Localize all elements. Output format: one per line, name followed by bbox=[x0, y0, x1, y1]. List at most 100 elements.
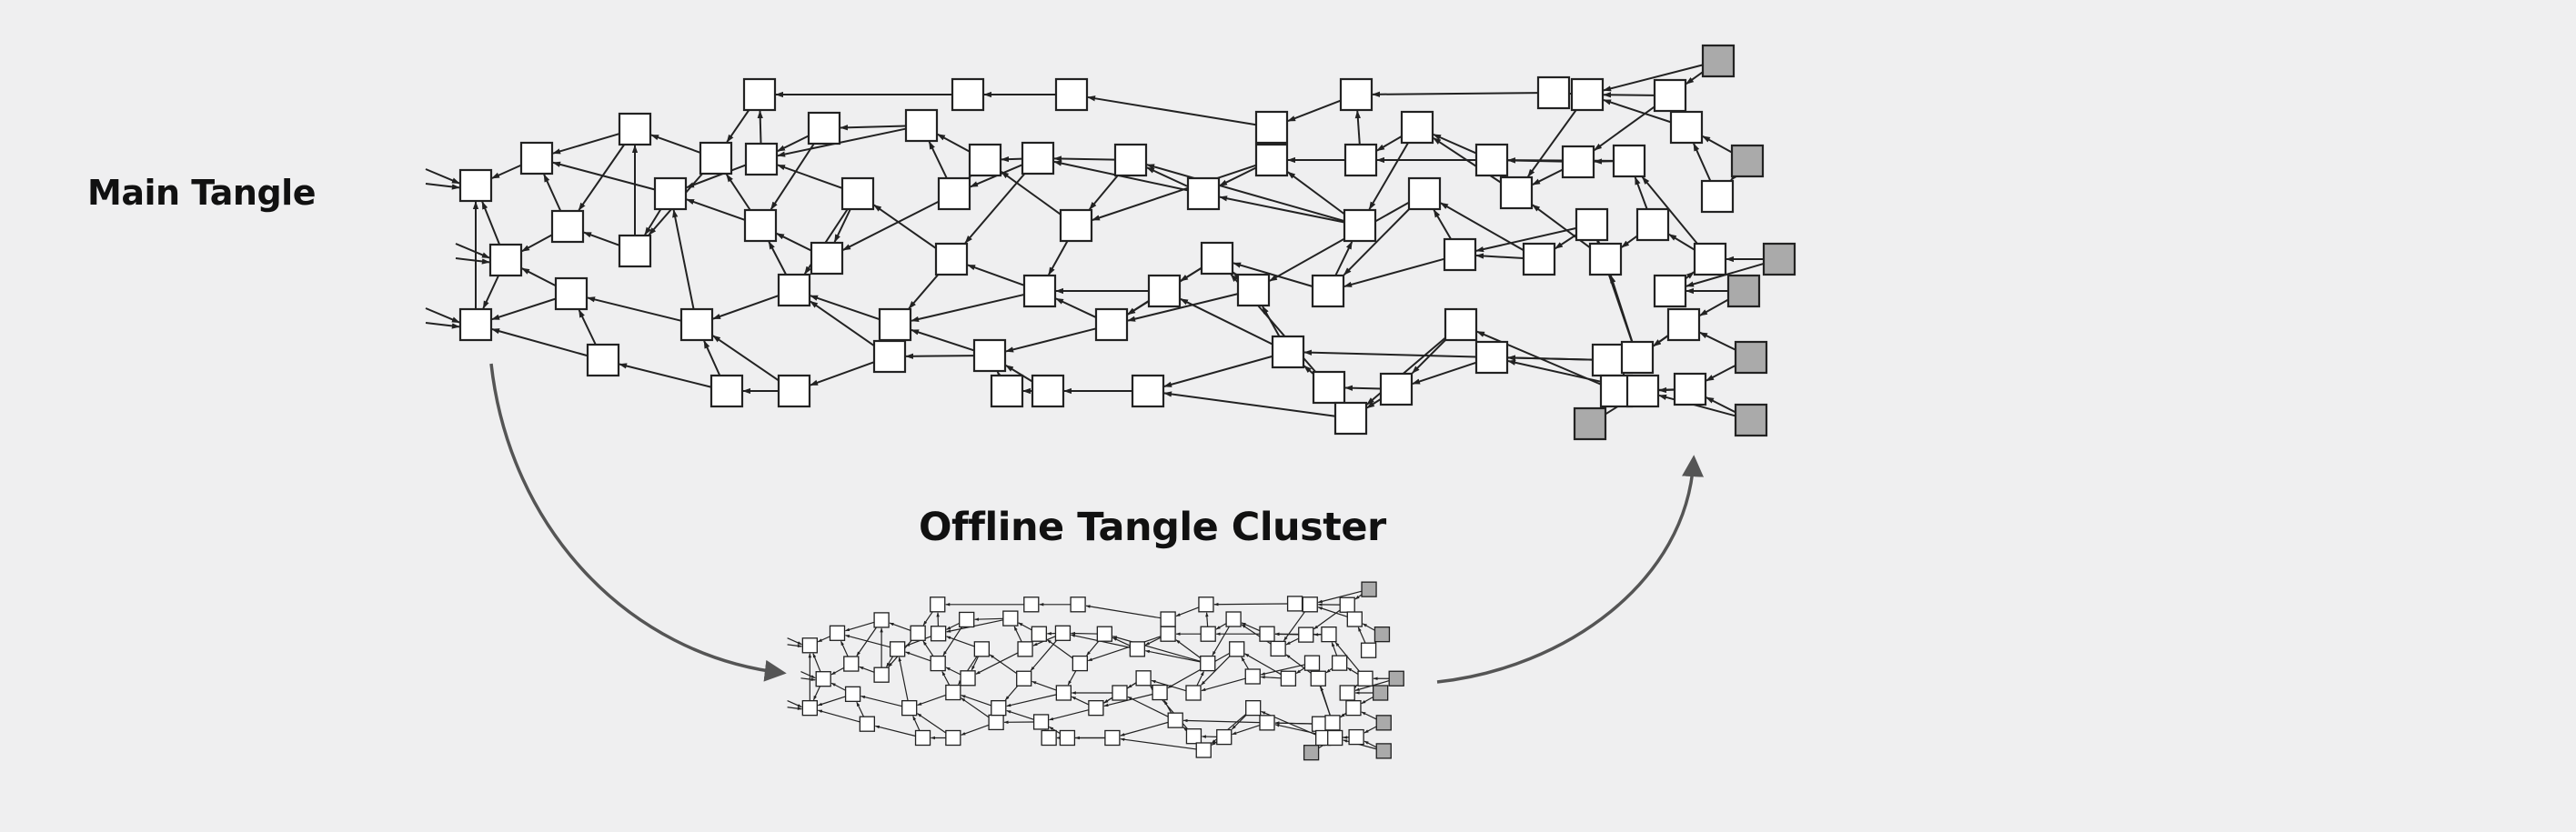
offline-cluster-edge bbox=[1260, 664, 1305, 676]
offline-cluster-node bbox=[1345, 699, 1362, 717]
offline-cluster-node bbox=[959, 611, 975, 628]
main-tangle-node bbox=[653, 176, 688, 211]
offline-cluster-edge bbox=[1071, 696, 1090, 706]
offline-cluster-edge bbox=[1120, 737, 1197, 750]
offline-cluster-edge bbox=[1295, 667, 1305, 674]
offline-cluster-edge bbox=[1260, 676, 1282, 679]
offline-cluster-node bbox=[1167, 712, 1183, 728]
main-tangle-edge bbox=[583, 231, 620, 246]
offline-cluster-node bbox=[1032, 714, 1050, 730]
main-tangle-edge bbox=[1146, 164, 1345, 223]
main-tangle-node bbox=[1271, 335, 1305, 369]
offline-cluster-edge bbox=[1144, 637, 1162, 646]
main-tangle-label: Main Tangle bbox=[87, 173, 316, 213]
offline-cluster-edge bbox=[1182, 718, 1261, 724]
offline-cluster-edge bbox=[1006, 710, 1034, 720]
main-tangle-node bbox=[618, 112, 652, 146]
main-tangle-edge bbox=[1653, 335, 1669, 347]
offline-cluster-edge bbox=[1086, 640, 1100, 657]
offline-cluster-edge bbox=[1215, 623, 1227, 630]
offline-cluster-node bbox=[1200, 626, 1216, 642]
main-tangle-node bbox=[1444, 307, 1478, 342]
offline-cluster-edge bbox=[1049, 709, 1090, 721]
main-tangle-node bbox=[679, 307, 714, 342]
offline-cluster-edge bbox=[1347, 667, 1359, 675]
offline-cluster-node bbox=[1129, 641, 1146, 657]
offline-cluster-edge bbox=[1317, 606, 1348, 617]
main-tangle-edge bbox=[1603, 64, 1704, 92]
offline-cluster-edge bbox=[1004, 685, 1019, 701]
main-tangle-edge bbox=[1699, 331, 1736, 351]
offline-cluster-edge bbox=[812, 653, 821, 672]
main-tangle-node bbox=[1407, 176, 1442, 211]
offline-cluster-edge bbox=[1361, 696, 1374, 705]
main-tangle-edge bbox=[810, 295, 880, 321]
main-tangle-node bbox=[1561, 145, 1595, 179]
offline-cluster-node bbox=[1245, 699, 1262, 717]
main-tangle-edge bbox=[1702, 135, 1733, 154]
main-tangle-edge bbox=[725, 174, 751, 211]
offline-cluster-edge bbox=[917, 694, 947, 707]
offline-cluster-node bbox=[1112, 685, 1128, 701]
offline-cluster-edge bbox=[905, 651, 931, 662]
main-tangle-edge bbox=[686, 164, 747, 189]
offline-cluster-node bbox=[973, 641, 991, 657]
offline-cluster-node bbox=[930, 655, 946, 672]
offline-cluster-incoming-edge bbox=[787, 707, 802, 710]
offline-cluster-tip-node bbox=[1388, 670, 1404, 687]
offline-cluster-node bbox=[1160, 626, 1176, 642]
main-tangle-node bbox=[1673, 372, 1707, 406]
main-tangle-node bbox=[1147, 274, 1182, 308]
offline-cluster-edge bbox=[1013, 626, 1022, 643]
offline-cluster-node bbox=[1059, 729, 1076, 747]
offline-cluster-edge bbox=[817, 709, 860, 723]
offline-cluster-edge bbox=[1331, 642, 1338, 657]
offline-cluster-label: Offline Tangle Cluster bbox=[919, 505, 1386, 550]
main-tangle-node bbox=[1031, 374, 1065, 408]
main-tangle-edge bbox=[482, 275, 500, 309]
main-tangle-edge bbox=[1053, 155, 1116, 162]
main-tangle-node bbox=[1339, 77, 1374, 112]
main-tangle-edge bbox=[619, 363, 712, 388]
main-tangle-edge bbox=[1180, 297, 1273, 346]
offline-cluster-node bbox=[1054, 625, 1072, 641]
main-tangle-node bbox=[1653, 78, 1687, 113]
offline-cluster-node bbox=[829, 625, 846, 641]
offline-cluster-node bbox=[945, 684, 961, 701]
offline-cluster-edge bbox=[1175, 639, 1202, 659]
main-tangle-edge bbox=[521, 234, 553, 253]
main-tangle-node bbox=[1343, 143, 1378, 177]
offline-cluster-node bbox=[1160, 611, 1176, 627]
main-tangle-edge bbox=[1706, 364, 1736, 382]
main-tangle-edge bbox=[1343, 257, 1445, 288]
main-tangle-node bbox=[1343, 208, 1377, 243]
main-tangle-edge bbox=[1354, 110, 1361, 145]
offline-cluster-edge bbox=[860, 695, 902, 707]
offline-cluster-node bbox=[1195, 742, 1212, 758]
main-tangle-edge bbox=[1269, 201, 1410, 282]
offline-cluster-edge bbox=[1031, 680, 1057, 691]
offline-cluster-edge bbox=[1196, 671, 1204, 687]
offline-cluster-edge bbox=[1201, 677, 1246, 692]
offline-cluster-edge bbox=[946, 622, 960, 630]
main-tangle-edge bbox=[1368, 142, 1409, 210]
main-tangle-node bbox=[1575, 207, 1609, 242]
offline-cluster-edge bbox=[1030, 639, 1058, 671]
main-tangle-edge bbox=[491, 297, 557, 321]
offline-cluster-node bbox=[914, 729, 931, 747]
offline-cluster-edge bbox=[1274, 721, 1313, 725]
offline-cluster-node bbox=[1348, 728, 1364, 746]
main-tangle-edge bbox=[1303, 365, 1314, 376]
offline-cluster-edge bbox=[1241, 657, 1250, 670]
main-tangle-incoming-edge bbox=[425, 183, 460, 190]
offline-cluster-node bbox=[1270, 640, 1286, 657]
main-tangle-node bbox=[810, 241, 844, 276]
offline-cluster-edge bbox=[859, 666, 875, 673]
offline-cluster-node bbox=[1031, 626, 1048, 642]
main-tangle-edge bbox=[911, 293, 1025, 323]
offline-cluster-node bbox=[873, 667, 890, 683]
offline-cluster-edge bbox=[946, 619, 1003, 633]
offline-cluster-edge bbox=[856, 627, 878, 657]
main-tangle-edge bbox=[1287, 99, 1342, 122]
main-tangle-node bbox=[554, 276, 589, 311]
